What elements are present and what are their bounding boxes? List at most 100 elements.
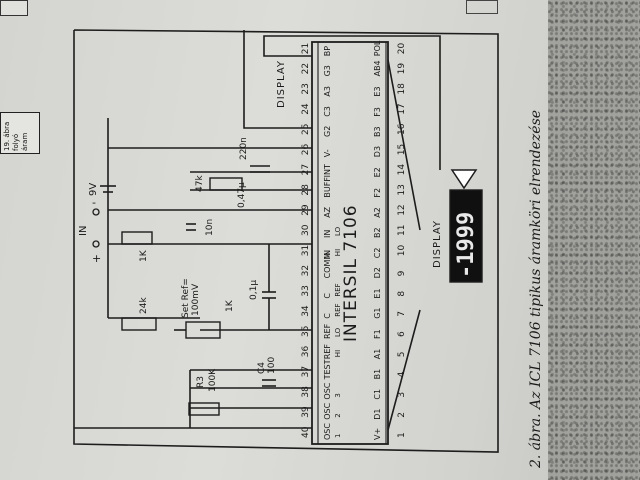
pin-subscript-top: LO [334,226,342,236]
pin-function-top: REF [323,323,332,339]
textured-background [548,0,640,480]
r-int-label: 47k [195,175,205,192]
display-label-top: DISPLAY [276,60,287,108]
pin-function-top: G2 [323,126,332,137]
pin-function-top: C3 [323,106,332,117]
pin-number-top: 38 [301,386,311,398]
pin-subscript-top: REF [334,303,342,316]
pin-function-top: C [323,293,332,299]
lcd-display [449,189,483,283]
pin-function-top: V- [323,149,332,157]
resistor-input [121,231,153,245]
c-ref-label: 0,1µ [249,280,259,300]
c4-value: 100 [267,357,277,374]
in-plus-sign: + [92,252,101,265]
pin-function-top: OSC [323,402,332,419]
pin-number-top: 30 [301,224,311,236]
pin-number-top: 22 [301,63,311,74]
pin-function-bottom: A2 [373,207,382,218]
pin-subscript-top: HI [334,249,342,256]
display-label-bottom: DISPLAY [432,220,443,268]
pin-number-top: 23 [301,83,311,94]
pin-number-top: 25 [301,124,311,135]
pin-number-top: 34 [301,305,311,317]
pin-number-bottom: 18 [397,83,407,95]
in-plus-terminal [92,240,100,248]
pin-number-top: 40 [301,426,311,438]
pin-function-bottom: F2 [373,188,382,198]
pin-number-top: 26 [301,143,311,155]
pin-number-bottom: 20 [397,42,407,54]
pin-number-bottom: 16 [397,123,407,135]
pin-function-top: COMM [323,253,332,279]
pin-number-bottom: 19 [397,63,407,75]
pin-number-bottom: 6 [397,331,407,337]
pin-number-top: 37 [301,366,311,377]
in-minus-terminal [92,208,100,216]
pin-function-bottom: D3 [373,146,382,157]
pin-function-top: TEST [323,359,332,380]
corner-box [466,0,498,14]
top-pin-functions: OSCOSCOSCTESTREFREFCCCOMMININAZBUFFINTV-… [323,46,332,440]
pin-function-bottom: E2 [373,167,382,177]
pin-subscript-top: 1 [334,434,342,438]
pin-function-top: IN [323,230,332,238]
pin-number-top: 24 [301,103,311,115]
pin-function-bottom: F1 [373,329,382,339]
pin-number-bottom: 15 [397,144,407,155]
pin-function-bottom: V+ [373,428,382,440]
figure-caption: 2. ábra. Az ICL 7106 tipikus áramköri el… [528,110,544,469]
frame [73,29,499,453]
pin-function-bottom: G1 [373,308,382,319]
c-int-label: 220n [239,137,249,160]
pin-number-bottom: 12 [397,204,407,215]
in-minus-sign: - [92,196,96,209]
resistor-24k [121,317,157,331]
r-in-label: 1K [139,249,149,262]
pin-number-bottom: 14 [397,164,407,176]
pin-number-top: 27 [301,164,311,175]
pin-subscript-top: 3 [334,393,342,397]
lcd-digits: -1999 [454,212,479,278]
pin-function-bottom: B2 [373,227,382,238]
pin-number-bottom: 17 [397,103,407,114]
r3-label: R3 [196,376,206,388]
set-ref-value: 100mV [191,283,201,316]
chip-name: INTERSIL 7106 [341,204,361,342]
in-label: IN [78,226,89,236]
chip-body [311,41,389,445]
pin-function-top: BUFF [323,177,332,198]
pin-number-top: 36 [301,345,311,357]
pin-subscript-top: LO [334,327,342,337]
pin-number-top: 39 [301,406,311,418]
pin-function-bottom: F3 [373,107,382,117]
pin-function-top: C [323,313,332,319]
pin-function-top: INT [323,164,332,177]
pin-function-bottom: B3 [373,126,382,137]
pin-number-bottom: 13 [397,184,407,195]
battery-label: 9V [88,183,99,196]
pin-number-bottom: 5 [397,351,407,357]
pin-function-top: G3 [323,65,332,76]
pin-function-bottom: D1 [373,409,382,420]
r-24k-label: 24k [139,297,149,314]
pin-number-top: 32 [301,265,311,276]
pin-number-top: 31 [301,245,311,256]
pin-number-bottom: 10 [397,244,407,256]
pin-function-bottom: A1 [373,349,382,360]
resistor-r3 [188,402,220,416]
pin-subscript-top: 2 [334,413,342,417]
pin-number-bottom: 11 [397,225,407,236]
arrow-icon [450,169,478,190]
pin-number-bottom: 1 [397,432,407,438]
pin-function-bottom: E3 [373,86,382,96]
c-in-label: 10n [205,219,215,236]
pin-function-top: OSC [323,382,332,399]
pin-function-bottom: C2 [373,248,382,259]
pin-function-bottom: E1 [373,288,382,298]
pin-subscript-top: REF [334,283,342,296]
pin-number-bottom: 7 [397,311,407,317]
